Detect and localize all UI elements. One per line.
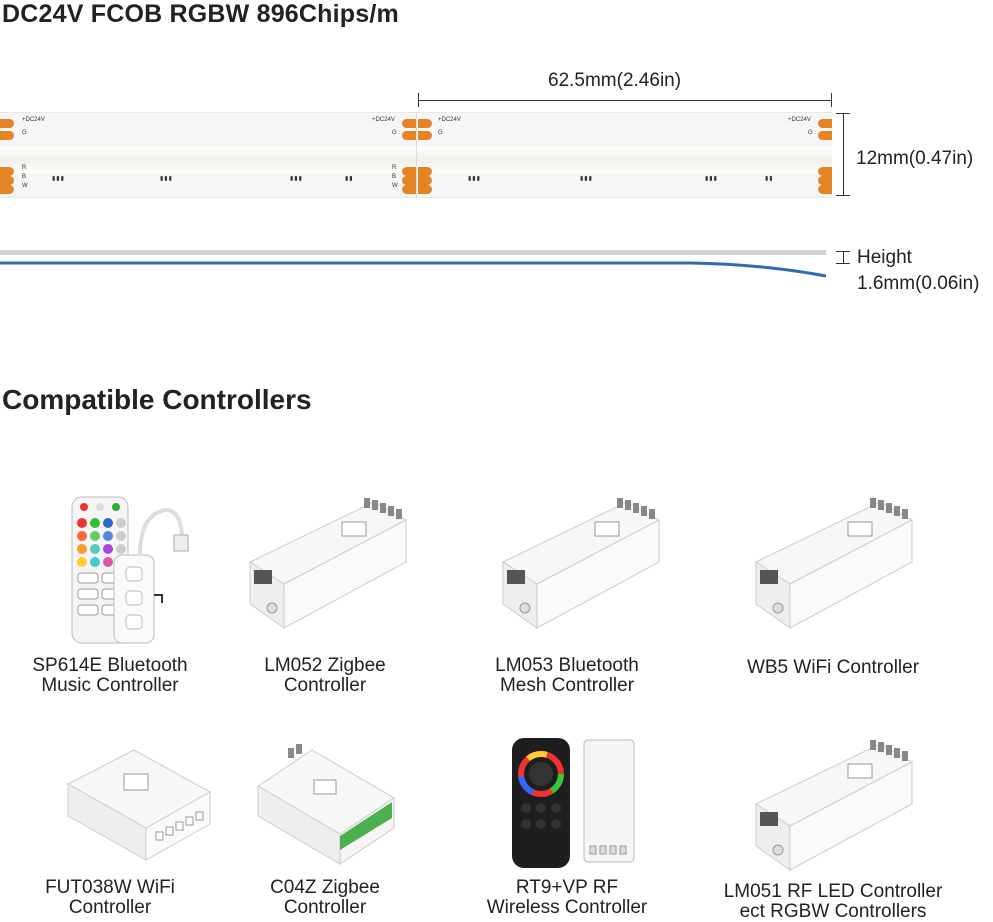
- g-label: G: [808, 130, 813, 136]
- width-dimension-label: 12mm(0.47in): [856, 148, 974, 169]
- solder-pad: [418, 131, 432, 140]
- sp614e-controller-image: [70, 495, 190, 645]
- controller-name-line2: Wireless Controller: [486, 897, 648, 918]
- height-value-label: 1.6mm(0.06in): [857, 273, 980, 294]
- g-label: G: [438, 130, 443, 136]
- solder-pad: [0, 131, 14, 140]
- solder-pad: [418, 185, 432, 194]
- g-label: G: [22, 130, 27, 136]
- controller-name-line2: Music Controller: [41, 675, 179, 696]
- resistor-component: ▮▮▮: [52, 176, 65, 182]
- solder-pad: [0, 167, 14, 176]
- wb5-controller-image: [750, 492, 916, 632]
- w-label: W: [392, 183, 398, 189]
- controller-name-line2: Controller: [283, 675, 367, 696]
- controller-label-lm052: LM052 Zigbee Controller: [225, 656, 425, 696]
- fut038w-controller-image: [64, 744, 214, 864]
- lm051-controller-image: [750, 734, 916, 874]
- solder-pad: [818, 167, 832, 176]
- resistor-component: ▮▮▮: [580, 176, 593, 182]
- voltage-label: +DC24V: [372, 117, 395, 123]
- solder-pad: [0, 176, 14, 185]
- section-title: Compatible Controllers: [2, 384, 312, 415]
- controller-name-line1: LM051 RF LED Controller: [723, 881, 943, 902]
- c04z-controller-image: [254, 740, 398, 868]
- w-label: W: [22, 183, 28, 189]
- resistor-component: ▮▮: [345, 176, 354, 182]
- controller-name-line1: LM053 Bluetooth: [495, 655, 639, 676]
- solder-pad: [418, 119, 432, 128]
- length-dimension-label: 62.5mm(2.46in): [548, 70, 682, 91]
- length-tick-right: [831, 93, 832, 107]
- resistor-component: ▮▮▮: [160, 176, 173, 182]
- controller-name-line1: C04Z Zigbee: [270, 877, 380, 898]
- controller-label-lm053: LM053 Bluetooth Mesh Controller: [467, 656, 667, 696]
- controller-name-line1: WB5 WiFi Controller: [746, 657, 920, 678]
- controller-name-line1: SP614E Bluetooth: [32, 655, 188, 676]
- resistor-component: ▮▮▮: [468, 176, 481, 182]
- solder-pad: [418, 176, 432, 185]
- solder-pad: [818, 176, 832, 185]
- controller-name-line2: Mesh Controller: [499, 675, 635, 696]
- solder-pad: [818, 119, 832, 128]
- width-tick-bottom: [836, 195, 850, 196]
- controller-name-line2: Controller: [283, 897, 367, 918]
- b-label: B: [22, 174, 27, 180]
- page-title: DC24V FCOB RGBW 896Chips/m: [2, 0, 399, 28]
- resistor-component: ▮▮▮: [705, 176, 718, 182]
- led-strip-top-view: +DC24V G R B W +DC24V G R B W +DC24V G +…: [0, 112, 832, 198]
- controller-name-line2: Controller: [68, 897, 152, 918]
- voltage-label: +DC24V: [22, 117, 45, 123]
- strip-side-profile: [0, 250, 826, 255]
- width-tick-top: [836, 113, 850, 114]
- lm053-controller-image: [497, 492, 663, 632]
- length-dimension-line: [418, 100, 832, 101]
- controller-name-line2: ect RGBW Controllers: [739, 901, 927, 922]
- controller-label-wb5: WB5 WiFi Controller: [723, 658, 943, 678]
- solder-pad: [402, 131, 416, 140]
- profile-blue-tape: [0, 261, 827, 278]
- solder-pad: [818, 185, 832, 194]
- solder-pad: [402, 176, 416, 185]
- height-label: Height: [857, 247, 912, 268]
- controller-label-sp614e: SP614E Bluetooth Music Controller: [10, 656, 210, 696]
- solder-pad: [0, 185, 14, 194]
- g-label: G: [392, 130, 397, 136]
- resistor-component: ▮▮▮: [290, 176, 303, 182]
- width-dimension-line: [843, 113, 844, 195]
- voltage-label: +DC24V: [788, 117, 811, 123]
- voltage-label: +DC24V: [438, 117, 461, 123]
- height-dimension-line: [843, 251, 844, 264]
- solder-pad: [402, 119, 416, 128]
- r-label: R: [392, 165, 397, 171]
- length-tick-left: [418, 93, 419, 107]
- b-label: B: [392, 174, 397, 180]
- solder-pad: [402, 167, 416, 176]
- resistor-component: ▮▮: [765, 176, 774, 182]
- controller-name-line1: FUT038W WiFi: [45, 877, 175, 898]
- cut-line: [416, 113, 417, 197]
- controller-label-rt9-vp: RT9+VP RF Wireless Controller: [467, 878, 667, 918]
- solder-pad: [418, 167, 432, 176]
- controller-label-fut038w: FUT038W WiFi Controller: [10, 878, 210, 918]
- lm052-controller-image: [244, 492, 410, 632]
- controller-label-c04z: C04Z Zigbee Controller: [225, 878, 425, 918]
- rt9-vp-controller-image: [508, 736, 638, 870]
- controller-label-lm051: LM051 RF LED Controller ect RGBW Control…: [703, 882, 963, 922]
- controller-name-line1: RT9+VP RF: [515, 877, 619, 898]
- solder-pad: [818, 131, 832, 140]
- solder-pad: [0, 119, 14, 128]
- solder-pad: [402, 185, 416, 194]
- r-label: R: [22, 165, 27, 171]
- controller-name-line1: LM052 Zigbee: [264, 655, 386, 676]
